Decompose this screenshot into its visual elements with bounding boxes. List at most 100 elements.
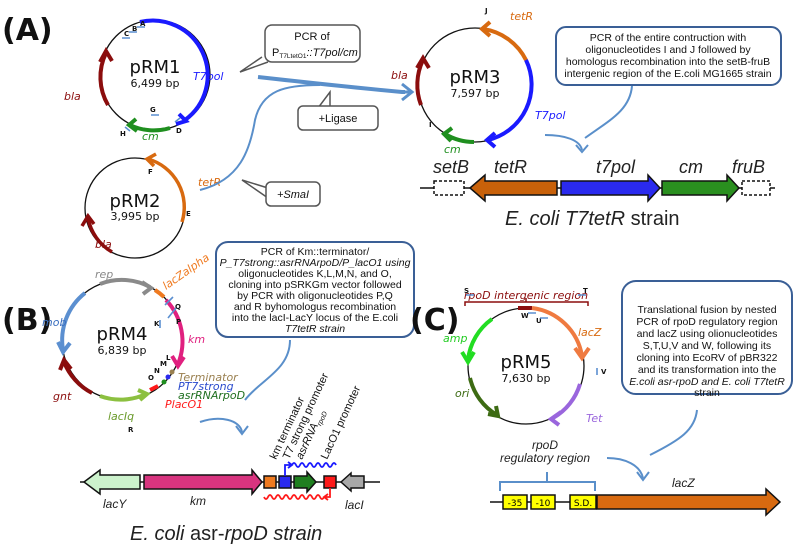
prm4-mob-arc: [60, 291, 87, 351]
strain-label-a: E. coli T7tetR strain: [505, 208, 680, 230]
rpod-region-label: rpoD intergenic region: [464, 289, 588, 302]
desc-b-line-7: into the lacI-LacY locus of the E.coli: [232, 312, 398, 324]
desc-a-line-1: PCR of the entire contruction with: [590, 32, 747, 44]
prm1-bla-arrowhead: [98, 46, 114, 63]
prm1-t7pol-arc: [139, 18, 210, 122]
prm4-label-mob: mob: [42, 316, 66, 329]
prm5-size: 7,630 bp: [502, 372, 551, 385]
description-box-a: PCR of the entire contruction with oligo…: [555, 26, 782, 86]
locus-b-label-km: km: [190, 494, 206, 508]
locus-asr-rpod: lacY km lacI E. coli asr-rpoD strain: [80, 461, 380, 545]
prm3-label-t7pol: T7pol: [535, 109, 566, 122]
locus-b-label-laci: lacI: [345, 498, 364, 512]
primer-a: A: [140, 20, 146, 28]
prm3-bla-arrowhead: [415, 54, 431, 70]
prm3-t7pol-arc: [487, 59, 534, 142]
desc-a-line-3: homologus recombination into the setB-fr…: [566, 56, 770, 68]
desc-c-line-5: cloning into EcoRV of pBR322: [636, 352, 777, 364]
flow-arrowhead-prm3: [401, 82, 415, 102]
callout-ligase: +Ligase: [297, 89, 379, 131]
prm5-amp-arc: [466, 317, 494, 361]
desc-b-line-5: by PCR with oligonucleotides P,Q: [237, 290, 393, 302]
locus-c-label-lacz: lacZ: [672, 476, 695, 490]
panel-label-b: (B): [2, 303, 52, 338]
primer-p: P: [176, 318, 181, 326]
callout-pcr: PCR of PT7LtetO1::T7pol/cm: [239, 24, 361, 73]
primer-f: F: [148, 168, 153, 176]
callout-smai-text: +SmaI: [277, 189, 309, 201]
gene-t7pol: [560, 173, 662, 203]
gene-laci: [339, 471, 365, 493]
strain-label-b: E. coli asr-rpoD strain: [130, 523, 322, 545]
prm4-label-placo1: PlacO1: [165, 398, 203, 411]
prm2-tetr-arc: [147, 157, 186, 223]
prm1-primer-arrows: [122, 26, 181, 132]
prm5-label-tet: Tet: [586, 412, 603, 425]
prm3-name: pRM3: [450, 67, 501, 88]
desc-b-line-2: P_T7strong::asrRNArpoD/P_lacO1 using: [220, 257, 411, 269]
plasmid-prm2: pRM2 3,995 bp tetR bla F E: [80, 152, 221, 259]
box-minus35-label: -35: [508, 499, 523, 509]
prm5-lacz-arc: [531, 306, 584, 357]
plasmid-prm5: rpoD intergenic region pRM5 7,630 bp lac…: [443, 287, 607, 427]
label-laco1-promoter: LacO1 promoter: [319, 384, 364, 461]
prm2-label-bla: bla: [95, 238, 112, 251]
desc-c-line-6: and its transformation into the: [638, 364, 776, 376]
prm3-size: 7,597 bp: [451, 87, 500, 100]
prm4-label-rep: rep: [95, 268, 113, 281]
desc-c-line-8: strain: [694, 387, 720, 399]
locus-b-label-lacy: lacY: [103, 497, 127, 511]
prm5-label-lacz: lacZ: [578, 326, 602, 339]
locus-rpod-lacz: rpoD regulatory region -35 -10 S.D. lacZ: [490, 438, 782, 517]
plasmid-prm3: pRM3 7,597 bp tetR T7pol cm bla J I: [391, 7, 566, 156]
element-labels-b: km terminator T7 strong promoter asrRNAr…: [268, 371, 364, 461]
primer-v: V: [601, 368, 607, 376]
prm4-size: 6,839 bp: [98, 344, 147, 357]
box-minus35: [502, 494, 528, 510]
prm4-label-terminator: Terminator: [178, 371, 239, 384]
prm4-placo1-mark: [149, 384, 159, 392]
prm2-tetr-arrowhead: [144, 152, 157, 168]
gene-lacy: [82, 468, 141, 496]
primer-b: B: [132, 25, 137, 33]
prm2-bla-arrowhead: [80, 212, 96, 227]
primer-k: K: [154, 320, 160, 328]
panel-label-c: (C): [410, 303, 459, 338]
flow-curve-box-a: [544, 85, 633, 151]
callout-pcr-line2: PT7LtetO1::T7pol/cm: [272, 47, 358, 60]
primer-e: E: [186, 210, 191, 218]
prm2-label-tetr: tetR: [198, 176, 221, 189]
primer-m: M: [160, 360, 167, 368]
prm1-label-bla: bla: [64, 90, 81, 103]
prm3-label-tetr: tetR: [510, 10, 533, 23]
prm4-laczalpha-arc: [153, 288, 166, 299]
primer-n: N: [154, 367, 160, 375]
desc-a-line-2: oligonucleotides I and J followed by: [585, 44, 751, 56]
flow-curve-prm2: [199, 84, 321, 191]
primer-q: Q: [175, 303, 181, 311]
prm5-name: pRM5: [501, 352, 552, 373]
description-box-b: PCR of Km::terminator/ P_T7strong::asrRN…: [215, 241, 415, 338]
desc-c-line-3: and lacZ using olionucleotides: [637, 328, 778, 340]
prm3-tetr-arc: [482, 27, 528, 61]
prm4-pt7-mark: [165, 374, 171, 380]
locus-a-label-t7pol: t7pol: [596, 157, 636, 177]
flow-arrow-pcr-to-prm3: [257, 75, 405, 94]
desc-c-line-7: E.coli asr-rpoD and E. coli T7tetR: [629, 376, 785, 388]
primer-g: G: [150, 106, 156, 114]
primer-l: L: [166, 354, 171, 362]
box-minus10: [530, 494, 556, 510]
prm1-size: 6,499 bp: [131, 77, 180, 90]
element-km-terminator: [263, 475, 277, 489]
regulatory-label-region: regulatory region: [500, 451, 590, 465]
regulatory-bracket: [499, 472, 596, 491]
locus-t7tetr: setB tetR t7pol cm fruB E. coli T7tetR s…: [420, 157, 775, 230]
regulatory-label-rpod: rpoD: [532, 438, 558, 452]
prm3-t7pol-arrowhead: [483, 131, 497, 149]
primer-t: T: [583, 287, 588, 295]
prm4-label-km: km: [188, 333, 205, 346]
laco1-transcript-wave: [263, 494, 325, 500]
prm4-km-arc: [164, 298, 185, 365]
prm3-tetr-arrowhead: [478, 20, 492, 38]
